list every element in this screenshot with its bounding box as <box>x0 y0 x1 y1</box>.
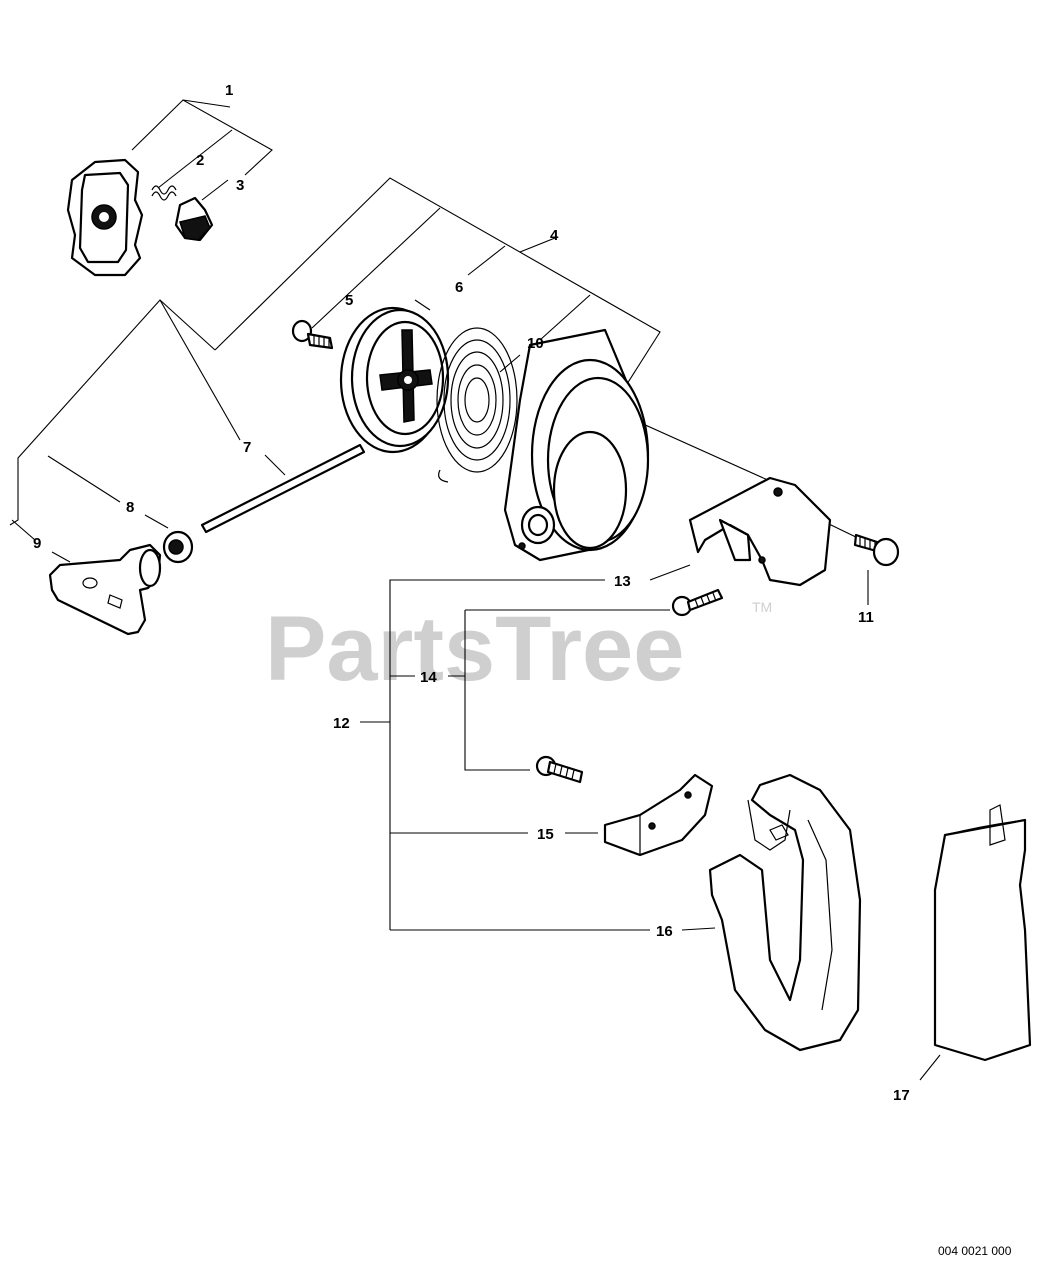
callout-12: 12 <box>333 715 350 732</box>
diagram-code: 004 0021 000 <box>938 1244 1012 1258</box>
callout-11: 11 <box>858 609 874 626</box>
callout-17: 17 <box>893 1087 910 1104</box>
callout-2: 2 <box>196 152 204 169</box>
bracket-part-13 <box>688 476 832 587</box>
recoil-spring-part <box>436 327 518 483</box>
callout-9: 9 <box>33 535 41 552</box>
clamp-part-15 <box>603 773 714 857</box>
callout-10: 10 <box>527 335 544 352</box>
callout-7: 7 <box>243 439 251 456</box>
leader-lines <box>9 99 941 1081</box>
callout-16: 16 <box>656 923 673 940</box>
reel-part <box>339 306 450 454</box>
screw-part-14b <box>535 755 584 784</box>
callout-5: 5 <box>345 292 353 309</box>
callout-4: 4 <box>550 227 559 244</box>
callout-labels: 1 2 3 4 5 6 7 8 9 10 11 12 13 14 15 16 1… <box>33 82 910 1104</box>
callout-15: 15 <box>537 826 554 843</box>
starter-handle-part <box>48 543 162 636</box>
callout-6: 6 <box>455 279 463 296</box>
callout-8: 8 <box>126 499 134 516</box>
handle-part-16 <box>708 773 862 1052</box>
bolt-part-11 <box>853 533 900 567</box>
callout-14: 14 <box>420 669 437 686</box>
tube-part-17 <box>933 804 1032 1062</box>
screw-part-14a <box>671 588 724 617</box>
pawl-part <box>174 196 214 242</box>
grommet-part <box>162 530 194 564</box>
screw-part-5 <box>291 319 334 350</box>
drive-plate-part <box>66 158 144 277</box>
spring-part <box>151 185 177 201</box>
callout-3: 3 <box>236 177 244 194</box>
watermark-trademark: TM <box>752 599 772 615</box>
callout-13: 13 <box>614 573 631 590</box>
starter-housing-part <box>503 328 650 562</box>
rope-part <box>200 443 366 534</box>
watermark-brand: PartsTree <box>265 598 684 700</box>
callout-1: 1 <box>225 82 233 99</box>
